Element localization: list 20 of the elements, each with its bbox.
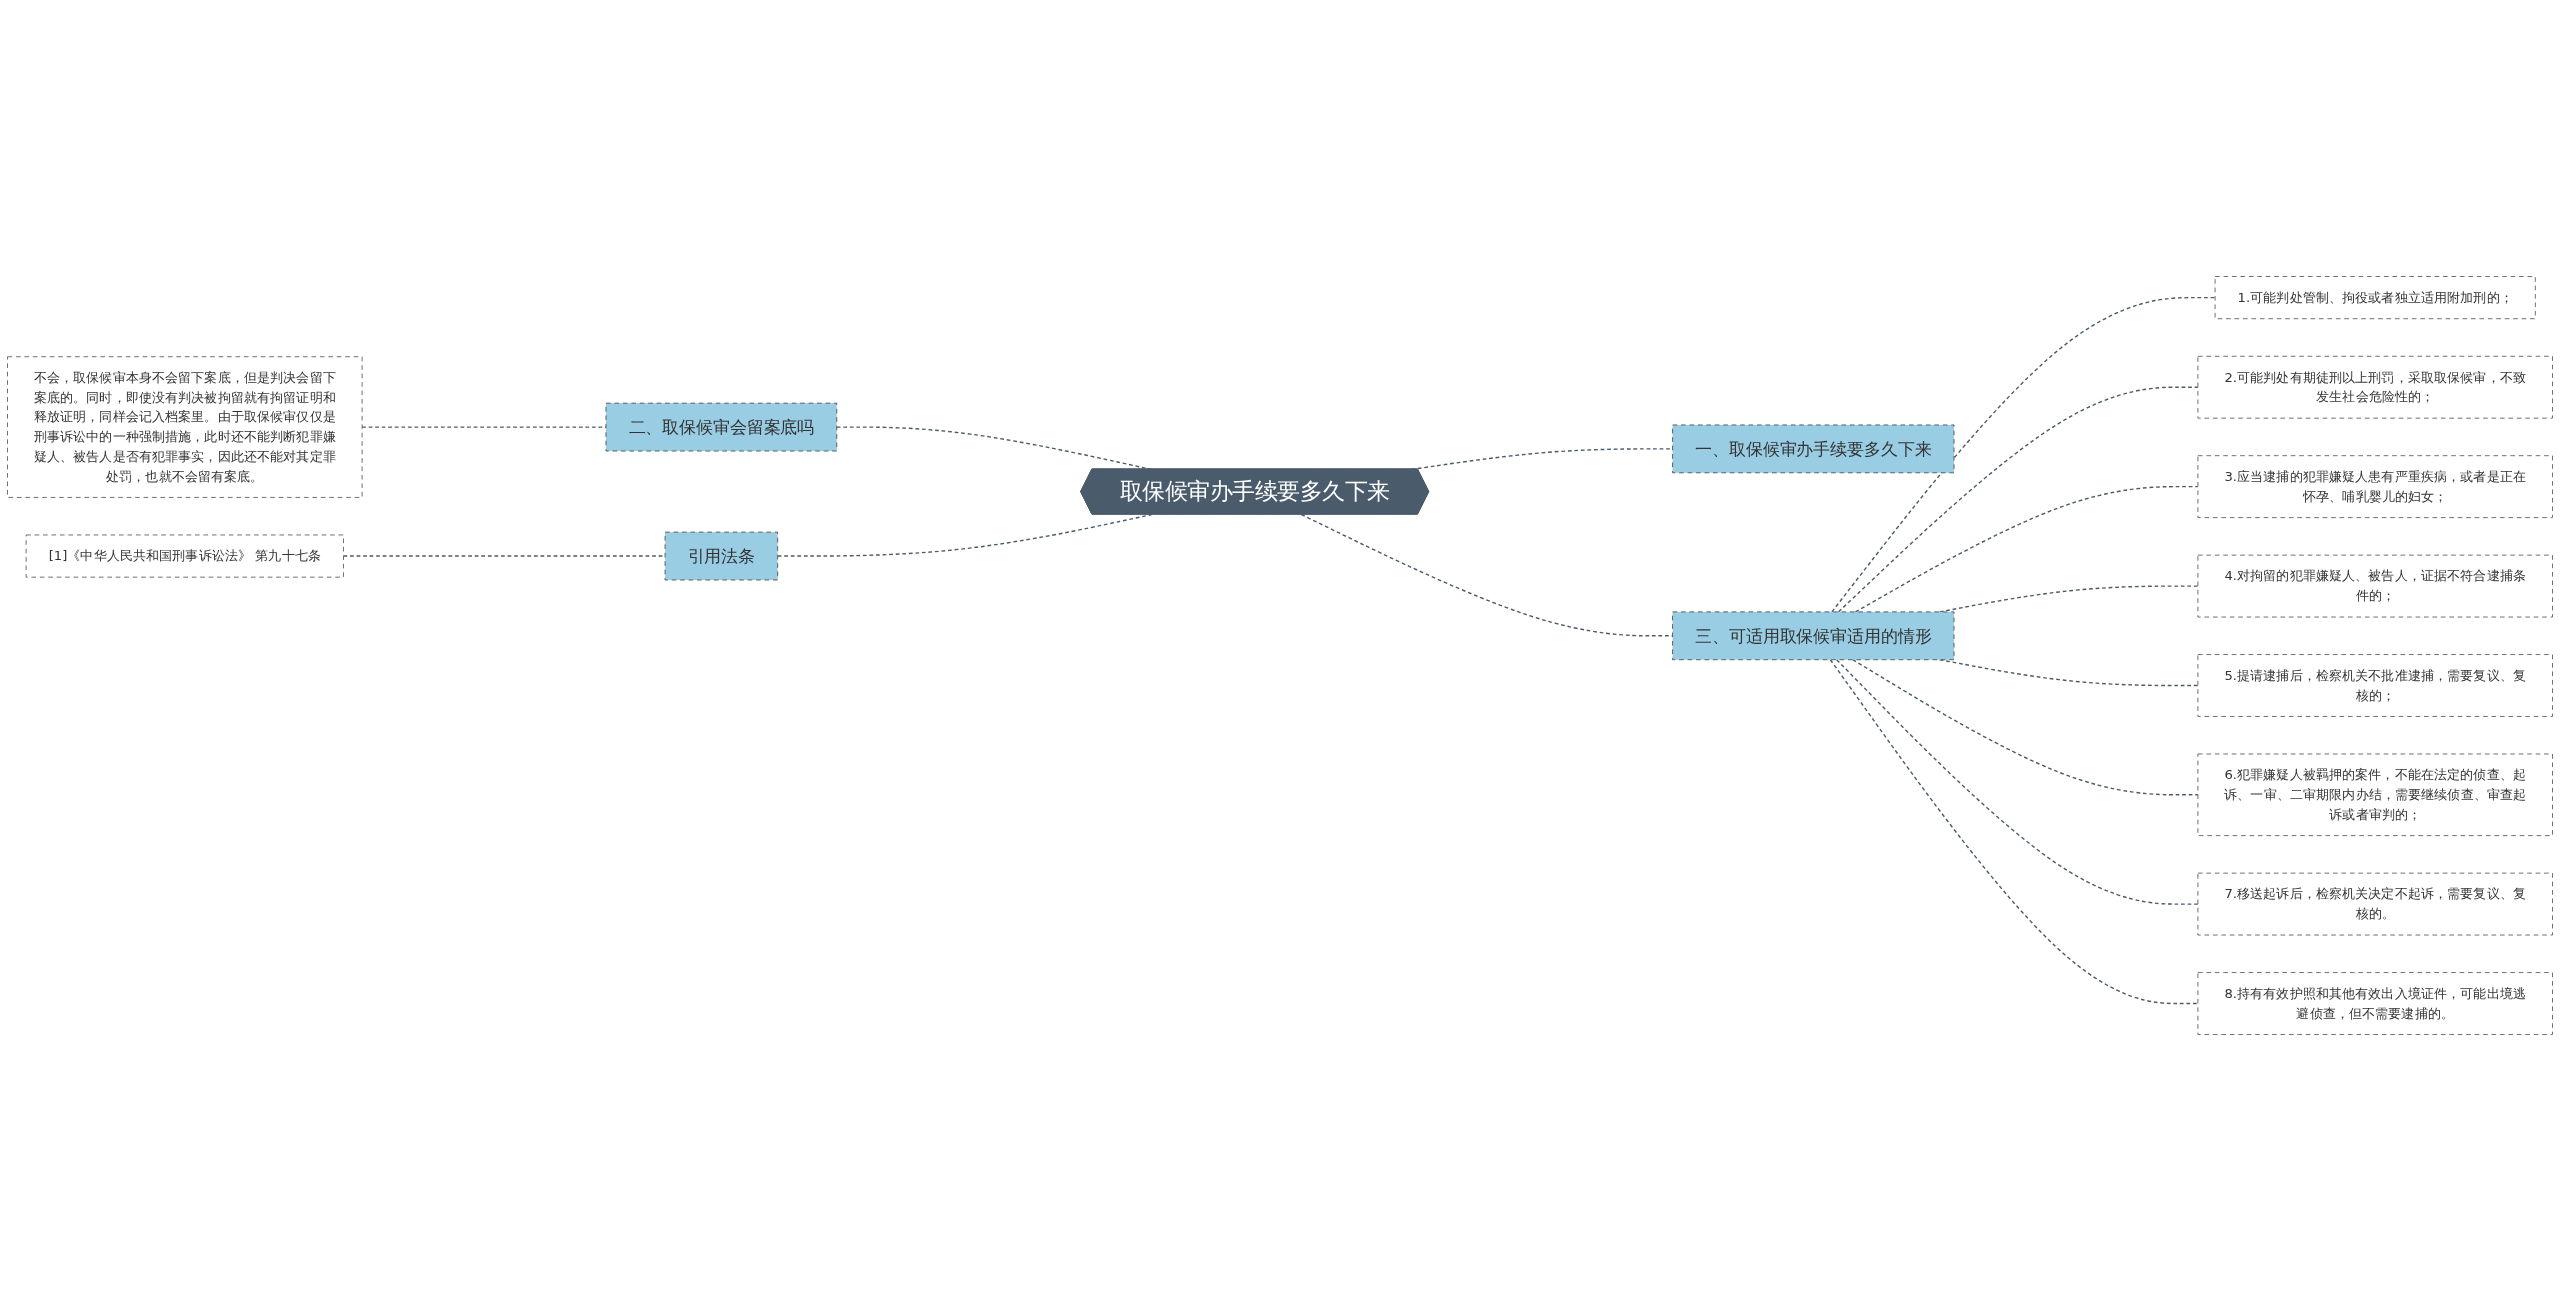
node-box: 6.犯罪嫌疑人被羁押的案件，不能在法定的侦查、起诉、一审、二审期限内办结，需要继续侦查、审查起诉或者审判的； xyxy=(2197,753,2553,837)
node-box: 引用法条 xyxy=(664,531,779,581)
node-box: 二、取保候审会留案底吗 xyxy=(605,402,838,452)
node-box: 三、可适用取保候审适用的情形 xyxy=(1672,611,1955,661)
connector xyxy=(1852,659,2199,796)
node-box: 2.可能判处有期徒刑以上刑罚，采取取保候审，不致发生社会危险性的； xyxy=(2197,355,2553,419)
node-box: 1.可能判处管制、拘役或者独立适用附加刑的； xyxy=(2214,276,2536,320)
node-box: 4.对拘留的犯罪嫌疑人、被告人，证据不符合逮捕条件的； xyxy=(2197,554,2553,618)
connector xyxy=(1837,386,2199,613)
node-box: 不会，取保候审本身不会留下案底，但是判决会留下案底的。同时，即使没有判决被拘留就有拘留证明和释放证明，同样会记入档案里。由于取保候审仅仅是刑事诉讼中的一种强制措施，此时还不能判断犯罪嫌疑人、被告人是否有犯罪事实，因此还不能对其定罪处罚，也就不会留有案底。 xyxy=(7,356,363,498)
node-box: [1]《中华人民共和国刑事诉讼法》 第九十七条 xyxy=(25,534,344,578)
node-box: 一、取保候审办手续要多久下来 xyxy=(1672,424,1955,474)
connector xyxy=(1831,296,2216,613)
connector xyxy=(1836,659,2199,905)
node-box: 8.持有有效护照和其他有效出入境证件，可能出境逃避侦查，但不需要逮捕的。 xyxy=(2197,972,2553,1035)
connector xyxy=(1829,659,2199,1005)
connector xyxy=(1854,485,2199,613)
node-box: 3.应当逮捕的犯罪嫌疑人患有严重疾病，或者是正在怀孕、哺乳婴儿的妇女； xyxy=(2197,455,2553,519)
node-box: 5.提请逮捕后，检察机关不批准逮捕，需要复议、复核的； xyxy=(2197,654,2553,717)
node-box: 7.移送起诉后，检察机关决定不起诉，需要复议、复核的。 xyxy=(2197,872,2553,936)
